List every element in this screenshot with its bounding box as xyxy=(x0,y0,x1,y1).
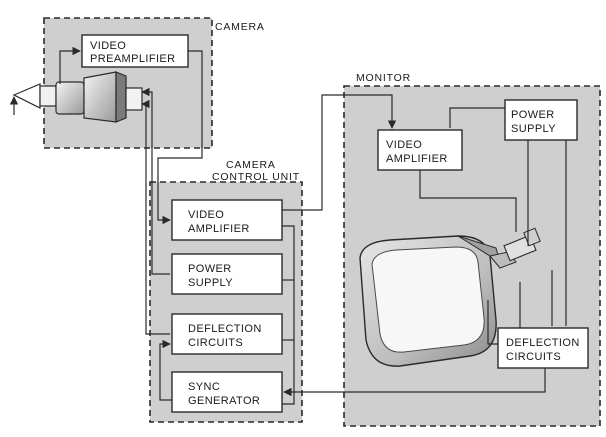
sync-generator-block xyxy=(171,371,283,413)
camera-control-unit-label-line2: CONTROL UNIT xyxy=(212,171,300,183)
ccu-video-amplifier-label-line1: VIDEO xyxy=(188,209,224,221)
ccu-power-supply-block xyxy=(171,253,283,295)
monitor-deflection-circuits-label-line2: CIRCUITS xyxy=(506,351,561,363)
monitor-power-supply-label-line2: SUPPLY xyxy=(511,123,556,135)
ccu-deflection-circuits-block xyxy=(171,313,283,355)
video-preamplifier-block xyxy=(81,34,189,68)
monitor-power-supply-label-line1: POWER xyxy=(511,109,555,121)
ccu-deflection-circuits-label-line2: CIRCUITS xyxy=(188,337,243,349)
sync-generator-label-line2: GENERATOR xyxy=(188,395,260,407)
ccu-power-supply-label-line2: SUPPLY xyxy=(188,277,233,289)
monitor-deflection-circuits-block xyxy=(497,327,589,369)
monitor-label: MONITOR xyxy=(356,72,411,84)
ccu-video-amplifier-label-line2: AMPLIFIER xyxy=(188,223,250,235)
ccu-deflection-circuits-label-line1: DEFLECTION xyxy=(188,323,262,335)
monitor-deflection-circuits-label-line1: DEFLECTION xyxy=(506,337,580,349)
monitor-video-amplifier-block xyxy=(377,129,463,171)
monitor-video-amplifier-label-line1: VIDEO xyxy=(386,139,422,151)
video-preamplifier-label-line2: PREAMPLIFIER xyxy=(90,53,176,65)
camera-lens-and-tube-icon xyxy=(9,71,143,123)
signal-wires xyxy=(59,46,567,405)
ccu-power-supply-label-line1: POWER xyxy=(188,263,232,275)
camera-label: CAMERA xyxy=(215,21,265,33)
sync-generator-label-line1: SYNC xyxy=(188,381,220,393)
video-preamplifier-label-line1: VIDEO xyxy=(90,40,126,52)
ccu-video-amplifier-block xyxy=(171,199,283,241)
monitor-video-amplifier-label-line2: AMPLIFIER xyxy=(386,153,448,165)
camera-control-unit-label-line1: CAMERA xyxy=(226,159,276,171)
monitor-power-supply-block xyxy=(504,99,578,141)
